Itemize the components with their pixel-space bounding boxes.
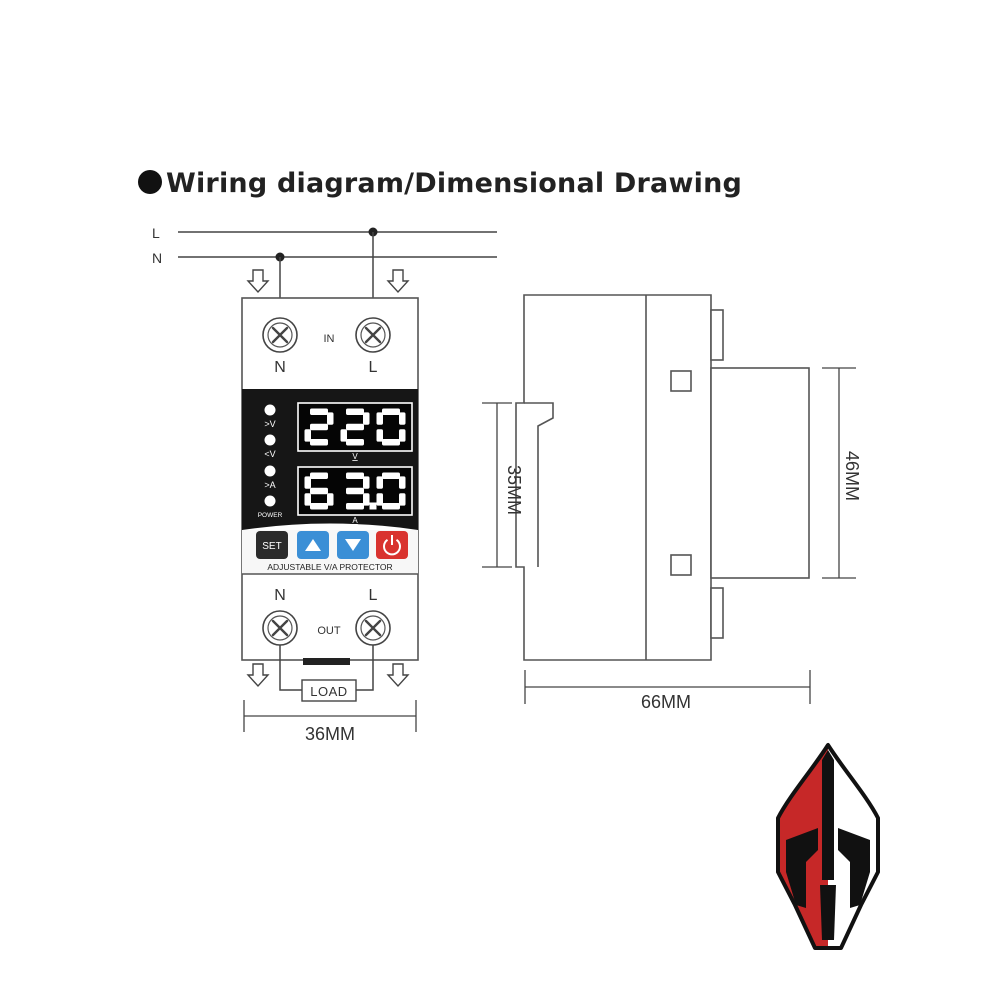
led-segment: [363, 412, 370, 425]
screw-terminal-icon: [354, 609, 392, 647]
led-segment: [399, 476, 406, 489]
led-segment: [382, 408, 400, 415]
led-segment: [346, 487, 364, 495]
led-segment: [363, 476, 370, 489]
in-label: IN: [324, 333, 335, 345]
out-terminal-l: L: [369, 587, 378, 604]
led-over-voltage: [264, 404, 276, 416]
load-wiring: LOAD: [247, 645, 409, 702]
down-arrow-icon: [247, 269, 269, 293]
screw-terminal-icon: [261, 609, 299, 647]
rail-height-dimension: 35MM: [482, 402, 524, 568]
front-height-label: 46MM: [842, 451, 862, 501]
out-terminal-n: N: [274, 587, 286, 604]
led-under-voltage: [264, 434, 276, 446]
led-segment: [346, 503, 364, 510]
led-segment: [382, 439, 400, 446]
load-box: [301, 679, 357, 702]
bullet-icon: [138, 170, 162, 194]
out-label: OUT: [317, 625, 341, 637]
indicator-over-current: >A: [264, 480, 275, 490]
led-segment: [304, 493, 311, 506]
led-segment: [310, 423, 328, 431]
in-terminal-l: L: [369, 359, 378, 376]
nameplate: ADJUSTABLE V/A PROTECTOR: [267, 562, 392, 572]
set-button-label: SET: [262, 541, 281, 552]
led-segment: [399, 412, 406, 425]
line-l-label: L: [152, 225, 160, 241]
led-segment: [346, 408, 364, 415]
diagram-title-text: Wiring diagram/Dimensional Drawing: [166, 168, 743, 199]
led-segment: [304, 476, 311, 489]
led-segment: [310, 408, 328, 415]
indicator-power: POWER: [258, 512, 283, 519]
led-segment: [346, 423, 364, 431]
indicator-over-voltage: >V: [264, 419, 275, 429]
front-height-dimension: 46MM: [822, 367, 862, 579]
device-side-view: [515, 294, 810, 661]
device-front-view: IN N L >V <V >A POWER V A SET ADJUSTABLE…: [241, 297, 419, 665]
indicator-under-voltage: <V: [264, 449, 275, 459]
led-segment: [340, 429, 347, 442]
led-segment: [346, 472, 364, 479]
screw-terminal-icon: [354, 316, 392, 354]
power-icon: [383, 535, 401, 556]
down-arrow-icon: [345, 539, 361, 551]
current-readout: [304, 472, 406, 510]
rail-height-label: 35MM: [504, 465, 524, 515]
voltage-unit: V: [352, 452, 358, 461]
diagram-title: Wiring diagram/Dimensional Drawing: [138, 168, 742, 199]
load-label: LOAD: [310, 684, 347, 699]
depth-dimension: 66MM: [524, 670, 811, 712]
current-unit: A: [352, 516, 358, 525]
up-arrow-icon: [305, 539, 321, 551]
down-arrow-icon: [387, 663, 409, 687]
width-label: 36MM: [305, 724, 355, 744]
led-over-current: [264, 465, 276, 477]
line-n-label: N: [152, 250, 162, 266]
din-clip: [303, 658, 350, 665]
led-segment: [304, 429, 311, 442]
led-segment: [363, 493, 370, 506]
in-terminal-n: N: [274, 359, 286, 376]
led-segment: [327, 493, 334, 506]
led-segment: [346, 439, 364, 446]
led-segment: [376, 476, 383, 489]
spartan-helmet-logo: [776, 743, 880, 950]
led-segment: [376, 412, 383, 425]
led-power: [264, 495, 276, 507]
led-decimal-point: [369, 502, 377, 510]
led-segment: [399, 429, 406, 442]
screw-terminal-icon: [261, 316, 299, 354]
led-segment: [382, 503, 400, 510]
led-segment: [310, 472, 328, 479]
led-segment: [327, 412, 334, 425]
led-segment: [310, 487, 328, 495]
depth-label: 66MM: [641, 692, 691, 712]
led-segment: [376, 429, 383, 442]
led-segment: [399, 493, 406, 506]
led-segment: [376, 493, 383, 506]
voltage-readout: [304, 408, 406, 446]
set-button[interactable]: [256, 531, 288, 559]
width-dimension: 36MM: [243, 700, 417, 744]
down-arrow-icon: [387, 269, 409, 293]
led-segment: [382, 472, 400, 479]
down-arrow-icon: [247, 663, 269, 687]
led-segment: [310, 439, 328, 446]
led-segment: [310, 503, 328, 510]
